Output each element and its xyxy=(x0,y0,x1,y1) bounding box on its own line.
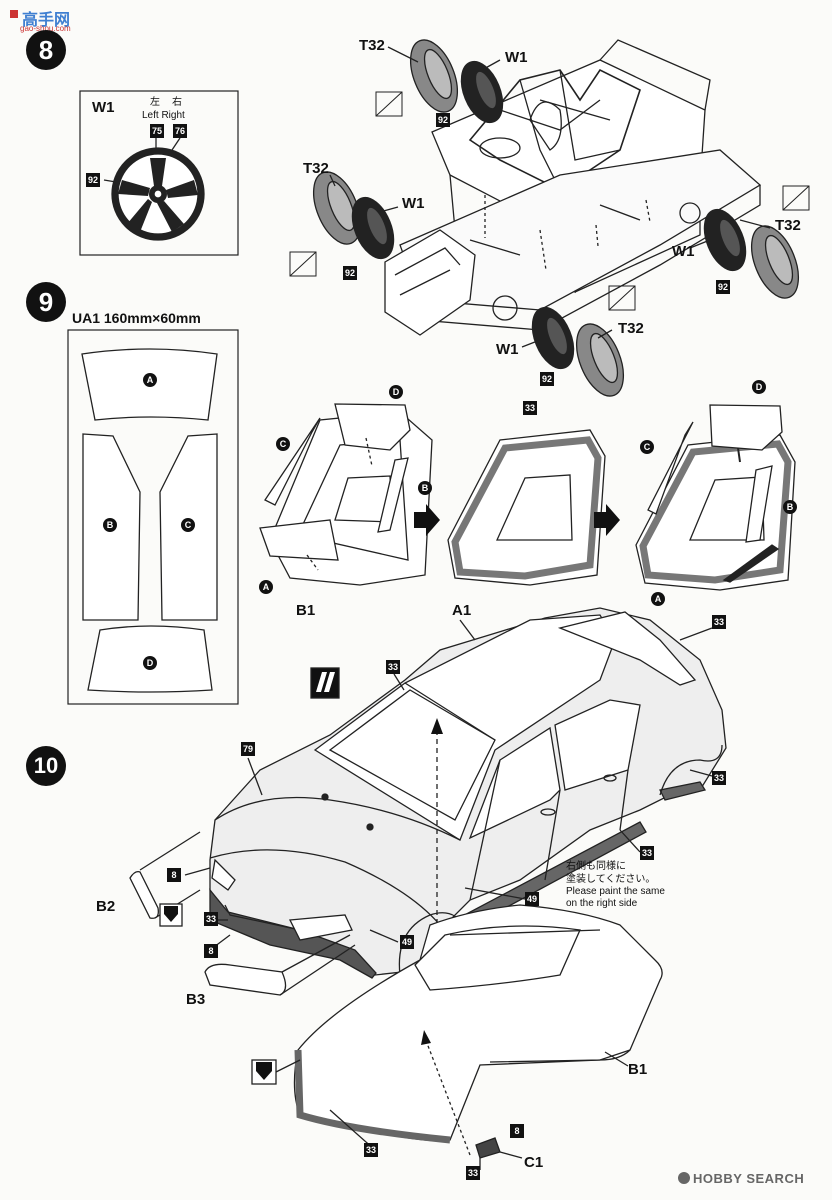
code-92-2: 92 xyxy=(343,266,357,280)
code-8-bumper: 8 xyxy=(204,944,218,958)
code-92-3: 92 xyxy=(716,280,730,294)
label-b1-glazing: B1 xyxy=(628,1061,648,1078)
code-33-mirror: 33 xyxy=(466,1166,480,1180)
note-jp-line2: 塗装してください。 xyxy=(566,874,656,885)
step-number-10: 10 xyxy=(26,746,66,786)
wheel-box-jp-left: 左 xyxy=(150,97,160,108)
code-8-mirror: 8 xyxy=(510,1124,524,1138)
window-c-2: C xyxy=(640,440,654,454)
window-a-2: A xyxy=(651,592,665,606)
label-b3: B3 xyxy=(186,991,206,1008)
code-33-skirt: 33 xyxy=(640,846,654,860)
decal-part-c: C xyxy=(181,518,195,532)
decal-part-a: A xyxy=(143,373,157,387)
window-b-2: B xyxy=(783,500,797,514)
code-49-door: 49 xyxy=(525,892,539,906)
note-en-line2: on the right side xyxy=(566,898,638,909)
label-t32-2: T32 xyxy=(303,160,329,177)
label-c1: C1 xyxy=(524,1154,544,1171)
window-c-1: C xyxy=(276,437,290,451)
window-b-1: B xyxy=(418,481,432,495)
label-a1: A1 xyxy=(452,602,472,619)
code-79: 79 xyxy=(241,742,255,756)
code-33-rear: 33 xyxy=(712,615,726,629)
code-8-parklight: 8 xyxy=(167,868,181,882)
window-d-1: D xyxy=(389,385,403,399)
label-b1-windows: B1 xyxy=(296,602,316,619)
label-w1-2: W1 xyxy=(402,195,425,212)
wheel-box-jp-right: 右 xyxy=(172,97,182,108)
note-en-line1: Please paint the same xyxy=(566,886,665,897)
code-right: 76 xyxy=(173,124,187,138)
step-number-9: 9 xyxy=(26,282,66,322)
window-a-1: A xyxy=(259,580,273,594)
watermark-top-url: gao-shou.com xyxy=(20,24,71,33)
label-t32-3: T32 xyxy=(775,217,801,234)
watermark-bottom: HOBBY SEARCH xyxy=(693,1171,805,1186)
code-92-1: 92 xyxy=(436,113,450,127)
watermark-top-text: 高手网 xyxy=(22,12,71,29)
label-b2: B2 xyxy=(96,898,116,915)
decal-part-d: D xyxy=(143,656,157,670)
code-92-4: 92 xyxy=(540,372,554,386)
code-49-headlight: 49 xyxy=(400,935,414,949)
code-33-rear-fender: 33 xyxy=(712,771,726,785)
decal-sheet-title: UA1 160mm×60mm xyxy=(72,310,201,326)
code-side: 92 xyxy=(86,173,100,187)
label-t32-4: T32 xyxy=(618,320,644,337)
wheel-box-en: Left Right xyxy=(142,110,185,121)
label-t32-1: T32 xyxy=(359,37,385,54)
decal-part-b: B xyxy=(103,518,117,532)
label-w1-4: W1 xyxy=(496,341,519,358)
code-33-glazing: 33 xyxy=(364,1143,378,1157)
code-33-roof: 33 xyxy=(386,660,400,674)
watermark-top: 高手网 xyxy=(22,6,70,30)
window-d-2: D xyxy=(752,380,766,394)
code-left: 75 xyxy=(150,124,164,138)
code-33-bumper: 33 xyxy=(204,912,218,926)
step-number-8: 8 xyxy=(26,30,66,70)
wheel-box-title: W1 xyxy=(92,99,115,116)
code-33-windows: 33 xyxy=(523,401,537,415)
note-jp-line1: 右側も同様に xyxy=(566,861,626,872)
label-w1-3: W1 xyxy=(672,243,695,260)
label-w1-1: W1 xyxy=(505,49,528,66)
